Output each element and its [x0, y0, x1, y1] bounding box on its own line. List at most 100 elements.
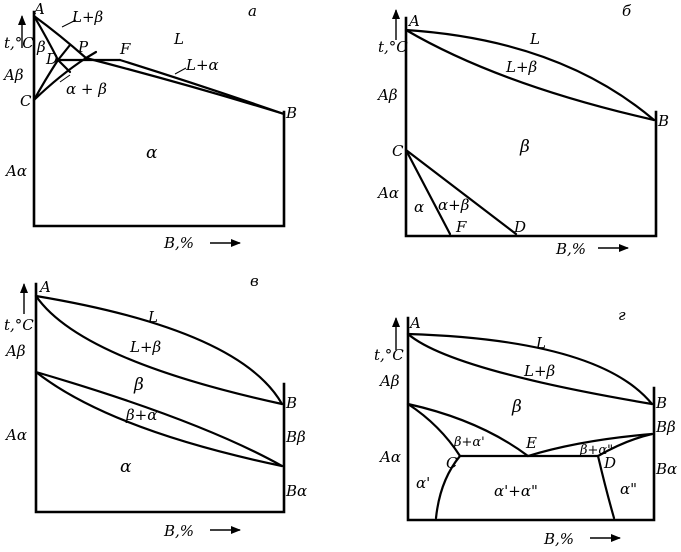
panel-v-region-lbeta: L+β	[129, 338, 162, 356]
panel-b-region-lbeta: L+β	[505, 58, 538, 76]
panel-b-beta-solvus	[404, 148, 518, 236]
panel-a-leader-lalpha	[174, 67, 187, 75]
panel-a-point-f: F	[119, 40, 131, 58]
panel-v-point-b: B	[285, 394, 297, 412]
panel-v-lower-transus	[34, 370, 284, 468]
panel-a-beta-solvus	[32, 58, 60, 102]
panel-g-balpha: Bα	[655, 460, 677, 478]
panel-g-tag: г	[618, 306, 626, 324]
panel-v-region-betaalpha: β+α	[125, 406, 157, 424]
panel-v-xlabel: B,%	[163, 522, 194, 540]
panel-v: в t,°C B,% A B L L+β β β+α α Aβ Aα Bβ Bα	[4, 272, 307, 540]
panel-a-tick-d	[56, 43, 72, 62]
panel-g-region-l: L	[535, 334, 546, 352]
panel-a-region-beta: β	[36, 38, 46, 56]
panel-a-axes	[32, 10, 286, 228]
panel-v-solidus	[34, 294, 284, 406]
panel-g-beta-transus-mid	[406, 402, 530, 458]
panel-b-axes	[404, 16, 658, 238]
panel-g-alpha2-transus	[596, 432, 654, 458]
panel-g-beta-transus-right	[526, 432, 654, 458]
panel-a-abeta: Aβ	[2, 66, 24, 84]
panel-g-solidus	[406, 332, 654, 406]
panel-v-aalpha: Aα	[4, 426, 27, 444]
panel-b-aalpha: Aα	[376, 184, 399, 202]
panel-v-region-l: L	[147, 308, 158, 326]
panel-v-upper-transus	[34, 370, 284, 468]
panel-g: г t,°C B,% A B C D E L L+β β β+α' β+α" α…	[374, 306, 677, 548]
panel-a-leader-lbeta	[61, 19, 77, 28]
panel-a-liquidus-beta	[32, 14, 88, 60]
panel-a: а t,°C B,% A B C D F P L L+β L+α β α + β…	[2, 0, 297, 252]
panel-a-leader-ab	[59, 74, 71, 83]
panel-a-solidus-alpha	[84, 56, 286, 116]
panel-b-point-d: D	[513, 218, 526, 236]
panel-a-region-alpha: α	[146, 143, 158, 163]
panel-a-xlabel: B,%	[163, 234, 194, 252]
panel-b-xlabel: B,%	[555, 240, 586, 258]
panel-b-liquidus	[404, 28, 656, 122]
panel-v-balpha: Bα	[285, 482, 307, 500]
panel-b-abeta: Aβ	[376, 86, 398, 104]
panel-b: б t,°C B,% A B C D F L L+β β α α+β Aβ Aα	[376, 2, 669, 258]
panel-a-point-p: P	[77, 38, 89, 56]
panel-v-axes	[34, 282, 286, 514]
panel-g-xlabel: B,%	[543, 530, 574, 548]
panel-a-solidus-beta	[32, 14, 60, 62]
panel-g-liquidus	[406, 332, 654, 406]
panel-a-alpha-solvus	[32, 56, 88, 102]
panel-g-ylabel: t,°C	[374, 346, 404, 364]
panel-b-tag: б	[622, 2, 632, 20]
panel-v-bbeta: Bβ	[285, 428, 306, 446]
panel-g-region-alpha2: α"	[620, 480, 637, 498]
panel-a-aalpha: Aα	[4, 162, 27, 180]
panel-b-solidus	[404, 28, 656, 122]
panel-g-abeta: Aβ	[378, 372, 400, 390]
panel-a-tick-d2	[56, 58, 72, 74]
panel-a-region-lbeta: L+β	[71, 8, 104, 26]
panel-v-ylabel: t,°C	[4, 316, 34, 334]
panel-g-region-betaalpha2: β+α"	[579, 443, 613, 458]
panel-g-aalpha: Aα	[378, 448, 401, 466]
panel-a-point-b: B	[285, 104, 297, 122]
panel-b-point-c: C	[392, 142, 404, 160]
panel-b-alpha-solvus	[404, 148, 452, 236]
panel-a-region-alphabeta: α + β	[66, 80, 107, 98]
panel-g-region-alpha1: α'	[416, 474, 430, 492]
panel-v-tag: в	[250, 272, 259, 290]
panel-g-beta-transus-left	[406, 402, 462, 458]
panel-b-region-l: L	[529, 30, 540, 48]
panel-a-point-d: D	[45, 50, 58, 68]
panel-b-point-a: A	[407, 12, 420, 30]
panel-g-region-alpha12: α'+α"	[494, 482, 538, 500]
panel-v-region-beta: β	[133, 375, 144, 395]
panel-a-point-a: A	[32, 0, 45, 18]
panel-v-liquidus	[34, 294, 284, 406]
panel-g-point-c: C	[446, 454, 458, 472]
panel-g-bbeta: Bβ	[655, 418, 676, 436]
panel-b-region-alpha: α	[414, 198, 424, 216]
panel-g-point-e: E	[525, 434, 537, 452]
panel-b-ylabel: t,°C	[378, 38, 408, 56]
panel-v-point-a: A	[38, 278, 51, 296]
panel-v-abeta: Aβ	[4, 342, 26, 360]
panel-a-region-lalpha: L+α	[185, 56, 219, 74]
panel-v-region-alpha: α	[120, 457, 132, 477]
panel-a-ylabel: t,°C	[4, 34, 34, 52]
panel-g-region-betaalpha1: β+α'	[453, 435, 485, 450]
panel-a-point-c: C	[20, 92, 32, 110]
panel-g-point-d: D	[603, 454, 616, 472]
panel-g-alpha2-solvus	[596, 454, 616, 520]
panel-g-point-b: B	[655, 394, 667, 412]
panel-a-region-l: L	[173, 30, 184, 48]
panel-a-tag: а	[248, 2, 257, 20]
panel-g-alpha1-solvus	[434, 454, 462, 520]
panel-g-region-lbeta: L+β	[523, 362, 556, 380]
panel-g-region-beta: β	[511, 397, 522, 417]
panel-g-axes	[406, 316, 656, 522]
panel-b-region-alphabeta: α+β	[438, 196, 470, 214]
panel-b-point-f: F	[455, 218, 467, 236]
panel-b-point-b: B	[657, 112, 669, 130]
